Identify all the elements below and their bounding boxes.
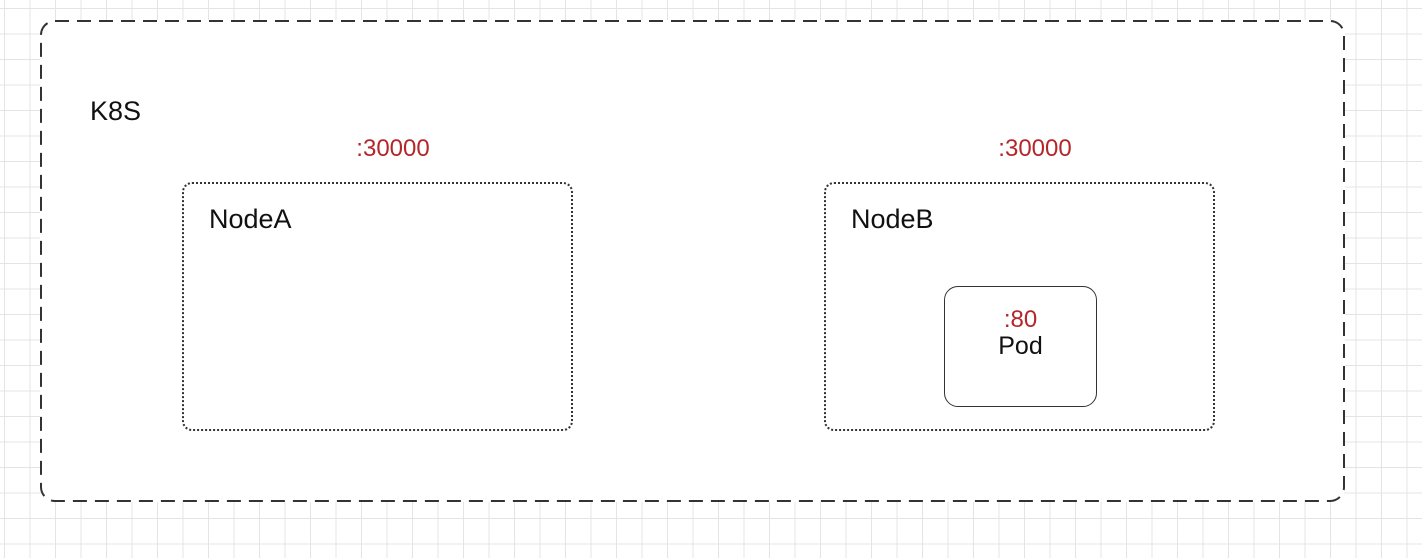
node-a-port: :30000 — [356, 135, 430, 162]
node-b-box[interactable]: NodeB — [824, 182, 1215, 431]
cluster-label: K8S — [90, 96, 142, 126]
k8s-cluster-box[interactable]: K8S :30000 NodeA :30000 NodeB :80 Pod — [40, 20, 1345, 502]
node-a-label: NodeA — [209, 204, 292, 234]
pod-label: Pod — [998, 332, 1043, 360]
node-a-box[interactable]: NodeA — [182, 182, 573, 431]
node-b-label: NodeB — [851, 204, 934, 234]
node-b-port: :30000 — [998, 135, 1072, 162]
pod-box[interactable]: :80 Pod — [944, 286, 1097, 407]
cluster-dashed-border — [40, 20, 1345, 502]
pod-port: :80 — [1003, 306, 1038, 333]
